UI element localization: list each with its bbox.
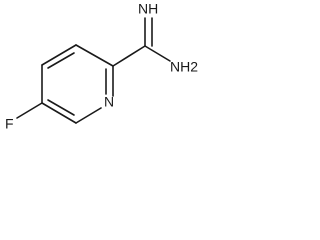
bond-c3-c4-inner <box>47 52 75 69</box>
atom-label-imine: NH <box>138 1 158 17</box>
bond-c2-amidine-carbon <box>112 45 146 67</box>
atom-label-fluorine: F <box>5 116 14 132</box>
bond-c2-c3 <box>75 44 114 67</box>
bond-c6-n1 <box>75 107 102 124</box>
bond-c5-fluorine <box>16 102 43 119</box>
atom-label-amine: NH2 <box>170 59 198 75</box>
bond-c5-c6 <box>41 102 77 124</box>
atom-label-ring-nitrogen: N <box>104 94 114 110</box>
bond-c5-c6-inner <box>47 99 75 116</box>
bond-amidine-amine <box>144 45 171 62</box>
chemical-structure: F N NH NH2 <box>5 1 198 132</box>
pyridine-ring <box>41 44 114 124</box>
bond-c3-c4 <box>41 44 77 66</box>
